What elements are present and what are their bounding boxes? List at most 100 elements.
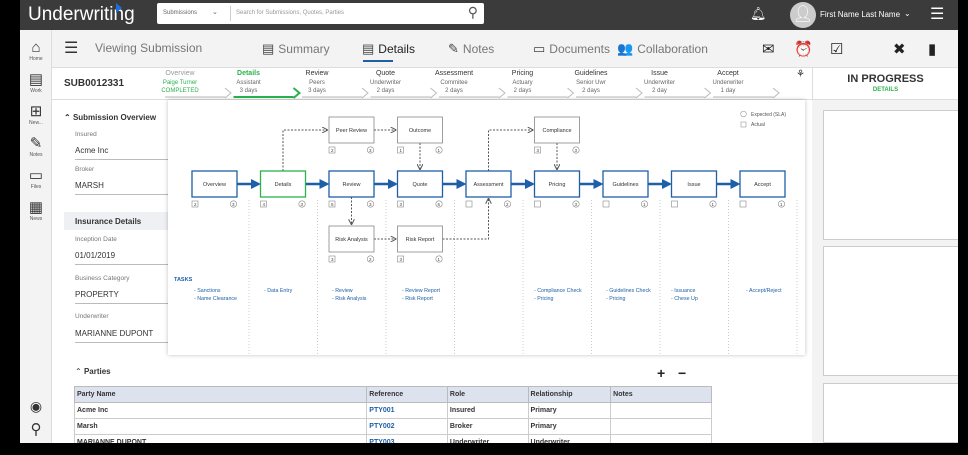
rail-label: Notes — [29, 152, 43, 158]
chevron-down-icon[interactable]: ⌄ — [212, 9, 218, 16]
task-link[interactable]: - Name Clearance — [194, 296, 237, 302]
search-icon[interactable]: ⚲ — [30, 421, 42, 438]
actual-badge — [298, 200, 306, 208]
chevron-down-icon[interactable]: ⌄ — [904, 9, 911, 18]
column-header[interactable]: Party Name — [73, 386, 368, 403]
tab-documents[interactable]: ▭Documents — [533, 41, 610, 57]
column-header[interactable]: Role — [446, 386, 529, 403]
section-parties[interactable]: ⌃ Parties — [75, 367, 111, 376]
task-link[interactable]: - Review — [332, 288, 353, 294]
column-header[interactable]: Reference — [366, 386, 448, 403]
task-link[interactable]: - Compliance Check — [534, 288, 582, 294]
rail-item-news[interactable]: ▦News — [20, 200, 52, 223]
insured-field[interactable]: Acme Inc — [75, 146, 168, 160]
tab-collaboration[interactable]: 👥Collaboration — [617, 41, 708, 57]
task-link[interactable]: - Pricing — [534, 296, 553, 302]
node-box — [396, 170, 444, 198]
table-cell[interactable]: PTY003 — [366, 434, 448, 443]
actual-badge — [367, 146, 375, 154]
search-bar[interactable]: Submissions ⌄ Search for Submissions, Qu… — [157, 3, 484, 24]
avatar[interactable]: 👤︎ — [790, 2, 816, 28]
bell-icon[interactable]: 🔔︎ — [750, 6, 767, 21]
chevron-up-icon[interactable]: ⌃ — [75, 367, 84, 376]
app-window: Underwriting Submissions ⌄ Search for Su… — [20, 0, 958, 443]
hamburger-icon[interactable]: ☰ — [64, 40, 79, 57]
stage-chevron — [165, 87, 232, 99]
workflow-icon[interactable]: ⚘ — [796, 69, 805, 80]
task-link[interactable]: - Issuance — [671, 288, 695, 294]
task-link[interactable]: - Data Entry — [264, 288, 293, 294]
underwriter-field[interactable]: MARIANNE DUPONT — [75, 329, 168, 343]
search-scope-select[interactable]: Submissions — [163, 10, 198, 16]
task-link[interactable]: - Sanctions — [194, 288, 221, 294]
expected-badge — [602, 200, 610, 208]
task-link[interactable]: - Chese Up — [671, 296, 698, 302]
column-header[interactable]: Notes — [610, 386, 712, 403]
column-header[interactable]: Relationship — [527, 386, 612, 403]
section-submission-overview[interactable]: ⌃ Submission Overview — [64, 113, 156, 122]
tab-notes[interactable]: ✎Notes — [448, 41, 494, 57]
right-panel — [812, 100, 958, 443]
search-input[interactable]: Search for Submissions, Quotes, Parties — [236, 10, 345, 16]
rail-item-files[interactable]: ▭Files — [20, 168, 52, 191]
document-icon: ▤ — [362, 41, 375, 56]
task-link[interactable]: - Guidelines Check — [606, 288, 651, 294]
search-icon[interactable]: ⚲ — [467, 4, 478, 20]
table-cell[interactable]: PTY001 — [366, 402, 448, 419]
tab-summary[interactable]: ▤Summary — [262, 41, 330, 57]
rail-item-new[interactable]: ⊞New... — [20, 104, 52, 127]
inception-field[interactable]: 01/01/2019 — [75, 251, 168, 265]
remove-party-button[interactable]: − — [678, 365, 687, 381]
table-cell[interactable]: PTY002 — [366, 418, 448, 435]
category-field[interactable]: PROPERTY — [75, 290, 168, 304]
menu-icon[interactable]: ☰ — [930, 6, 945, 23]
checkbox-icon[interactable]: ☑ — [830, 41, 844, 58]
expected-badge — [328, 200, 336, 208]
task-link[interactable]: - Accept/Reject — [746, 288, 782, 294]
add-party-button[interactable]: + — [657, 365, 666, 381]
task-link[interactable]: - Review Report — [402, 288, 441, 294]
tab-details[interactable]: ▤Details — [362, 41, 415, 57]
mail-icon[interactable]: ✉ — [762, 41, 775, 58]
broker-field[interactable]: MARSH — [75, 181, 168, 195]
task-link[interactable]: - Pricing — [606, 296, 625, 302]
save-icon[interactable]: ▮ — [928, 41, 937, 58]
close-icon[interactable]: ✖ — [893, 41, 906, 58]
task-link[interactable]: - Risk Analysis — [332, 296, 367, 302]
task-link[interactable]: - Risk Report — [402, 296, 433, 302]
user-name[interactable]: First Name Last Name — [820, 10, 901, 19]
rail-item-work[interactable]: ▤Work — [20, 72, 52, 95]
chevron-up-icon[interactable]: ⌃ — [64, 113, 73, 122]
rail-item-notes[interactable]: ✎Notes — [20, 136, 52, 159]
help-icon[interactable]: ◉ — [29, 398, 43, 414]
status-sub: DETAILS — [872, 87, 899, 93]
rail-item-home[interactable]: ⌂Home — [20, 40, 52, 63]
reminder-icon[interactable]: ⏰ — [794, 41, 813, 58]
